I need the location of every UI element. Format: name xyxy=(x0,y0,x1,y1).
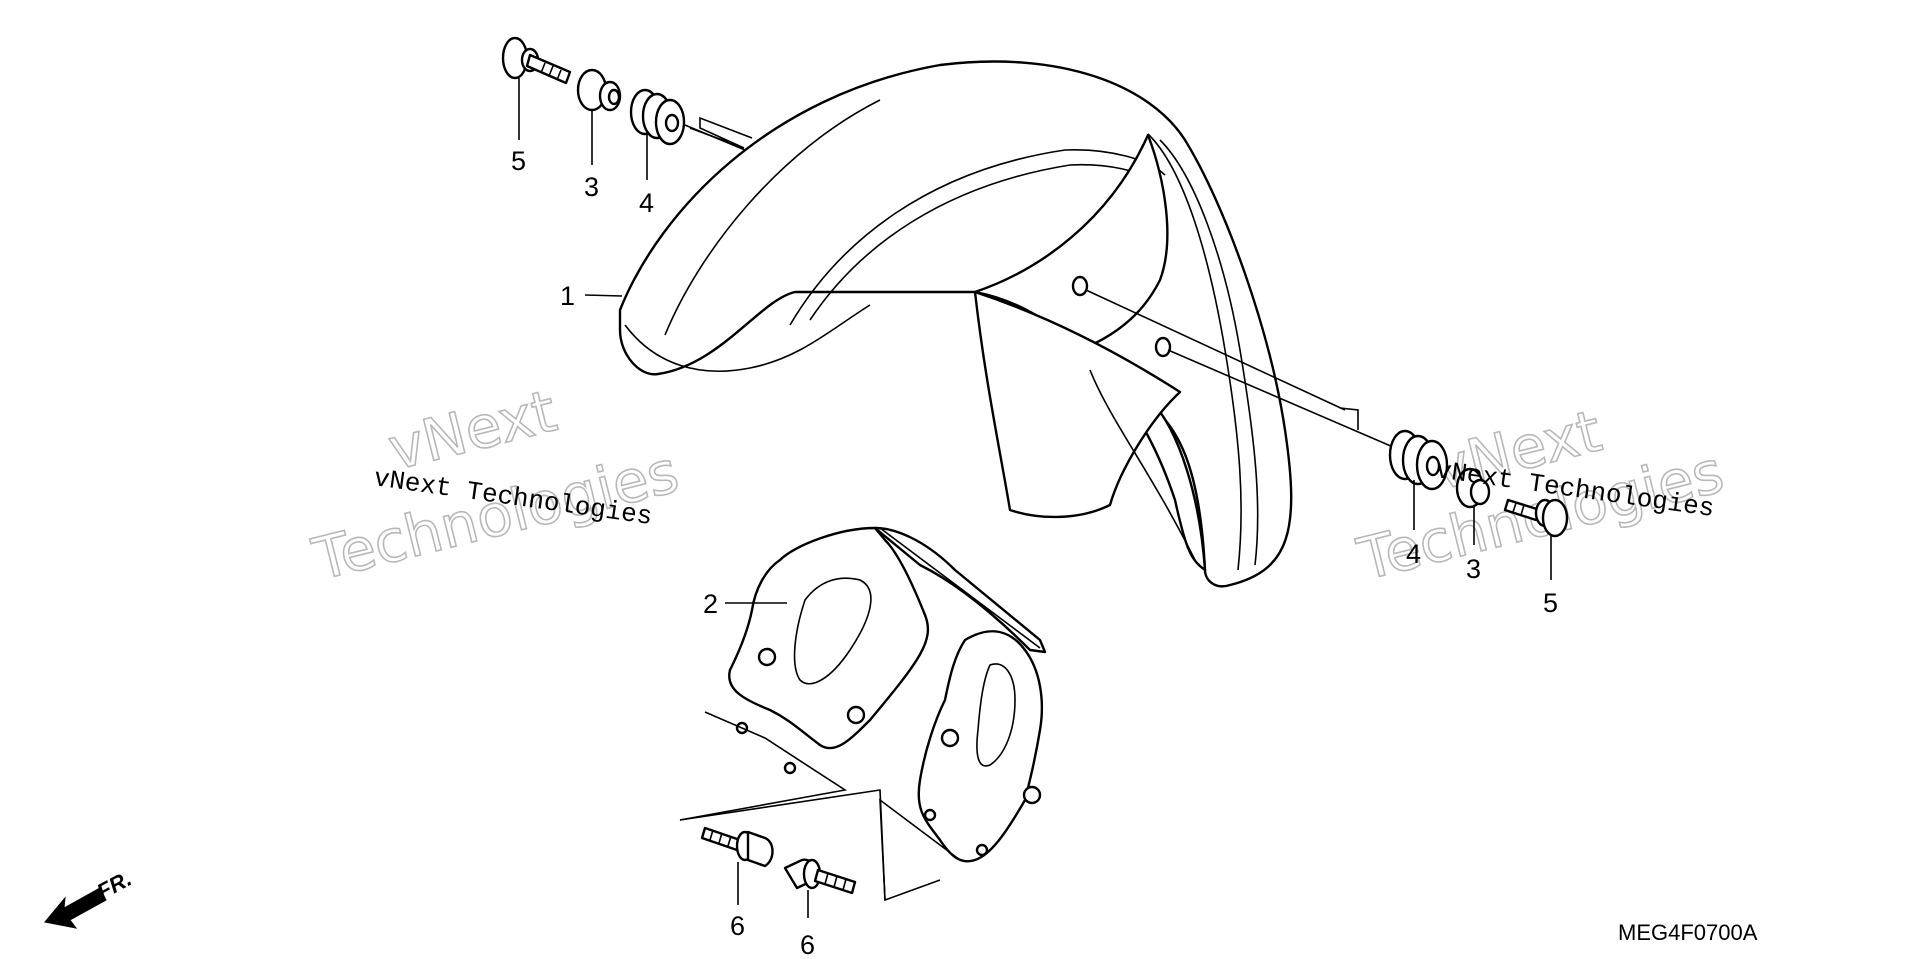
callout-flange-bolt-b: 6 xyxy=(800,890,815,959)
arrow-left-icon xyxy=(44,887,107,929)
callout-stay-label: 2 xyxy=(703,589,718,619)
callout-bolt-right: 5 xyxy=(1543,536,1558,618)
front-fender xyxy=(618,60,1293,588)
callout-stay: 2 xyxy=(703,589,787,619)
bolt-left-part xyxy=(501,36,572,85)
flange-bolt-b-part xyxy=(783,858,857,895)
bolt-right-part xyxy=(1503,498,1569,538)
fender-stay xyxy=(679,526,1047,902)
callout-collar-left-label: 3 xyxy=(584,172,599,202)
callout-collar-right: 3 xyxy=(1466,507,1481,584)
callout-grommet-left-label: 4 xyxy=(639,188,654,218)
collar-right-part xyxy=(1455,467,1491,509)
diagram-code: MEG4F0700A xyxy=(1618,920,1758,945)
callout-fender-label: 1 xyxy=(560,281,575,311)
grommet-right-part xyxy=(1388,429,1449,491)
watermark-left: vNext Technologies vNext Technologies xyxy=(305,376,686,595)
callout-collar-right-label: 3 xyxy=(1466,554,1481,584)
callout-bolt-left: 5 xyxy=(511,78,526,176)
callout-collar-left: 3 xyxy=(584,110,599,202)
callout-grommet-right: 4 xyxy=(1406,480,1421,569)
callout-flange-bolt-a: 6 xyxy=(730,862,745,941)
flange-bolt-a-part xyxy=(700,826,774,868)
front-direction-arrow: FR. xyxy=(44,866,136,929)
collar-left-part xyxy=(576,68,622,112)
callout-grommet-right-label: 4 xyxy=(1406,539,1421,569)
callout-flange-bolt-a-label: 6 xyxy=(730,911,745,941)
callout-grommet-left: 4 xyxy=(639,134,654,218)
callout-flange-bolt-b-label: 6 xyxy=(800,930,815,959)
callout-fender: 1 xyxy=(560,281,623,311)
grommet-left-part xyxy=(629,88,686,146)
callout-bolt-left-label: 5 xyxy=(511,146,526,176)
callout-bolt-right-label: 5 xyxy=(1543,588,1558,618)
